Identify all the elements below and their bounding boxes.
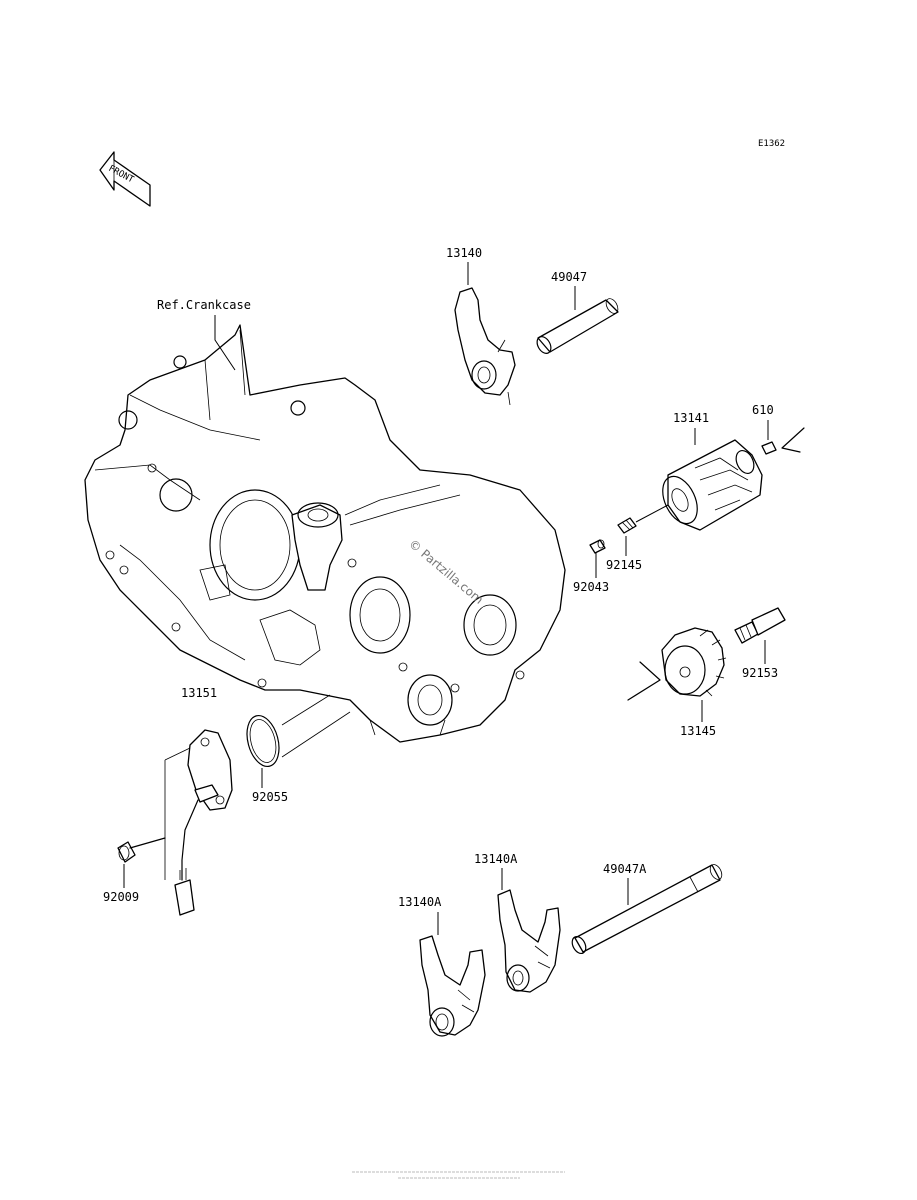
shaft-49047a [571, 864, 723, 955]
shift-fork-13140 [454, 287, 516, 406]
part-label-92153: 92153 [742, 666, 778, 680]
pin-92043 [589, 539, 606, 554]
part-label-610: 610 [752, 403, 774, 417]
part-label-49047a: 49047A [603, 862, 647, 876]
part-label-92043: 92043 [573, 580, 609, 594]
shift-drum-13141 [662, 439, 763, 531]
sensor-cover-13151 [164, 729, 233, 916]
footer-fine-print [352, 1171, 565, 1179]
shaft-49047 [536, 298, 619, 354]
bolt-92009 [117, 837, 166, 863]
part-label-13141: 13141 [673, 411, 709, 425]
cam-13145 [627, 627, 727, 701]
bolt-92153 [734, 607, 786, 644]
part-label-92055: 92055 [252, 790, 288, 804]
part-label-49047: 49047 [551, 270, 587, 284]
part-label-13140a-left: 13140A [398, 895, 442, 909]
o-ring-92055 [246, 694, 351, 768]
part-label-13140a-right: 13140A [474, 852, 518, 866]
shift-fork-13140a-left [419, 935, 486, 1037]
pin-610 [761, 427, 805, 455]
part-label-13140: 13140 [446, 246, 482, 260]
part-label-13151: 13151 [181, 686, 217, 700]
shift-fork-13140a-right [497, 889, 561, 993]
crankcase-drawing [84, 324, 566, 743]
ref-crankcase-label: Ref.Crankcase [157, 298, 251, 312]
ref-crankcase-leader [214, 315, 236, 371]
front-arrow-icon: FRONT [99, 151, 151, 207]
diagram-id-label: E1362 [758, 139, 785, 149]
part-label-92145: 92145 [606, 558, 642, 572]
part-label-13145: 13145 [680, 724, 716, 738]
spring-92145 [617, 504, 669, 534]
part-label-92009: 92009 [103, 890, 139, 904]
